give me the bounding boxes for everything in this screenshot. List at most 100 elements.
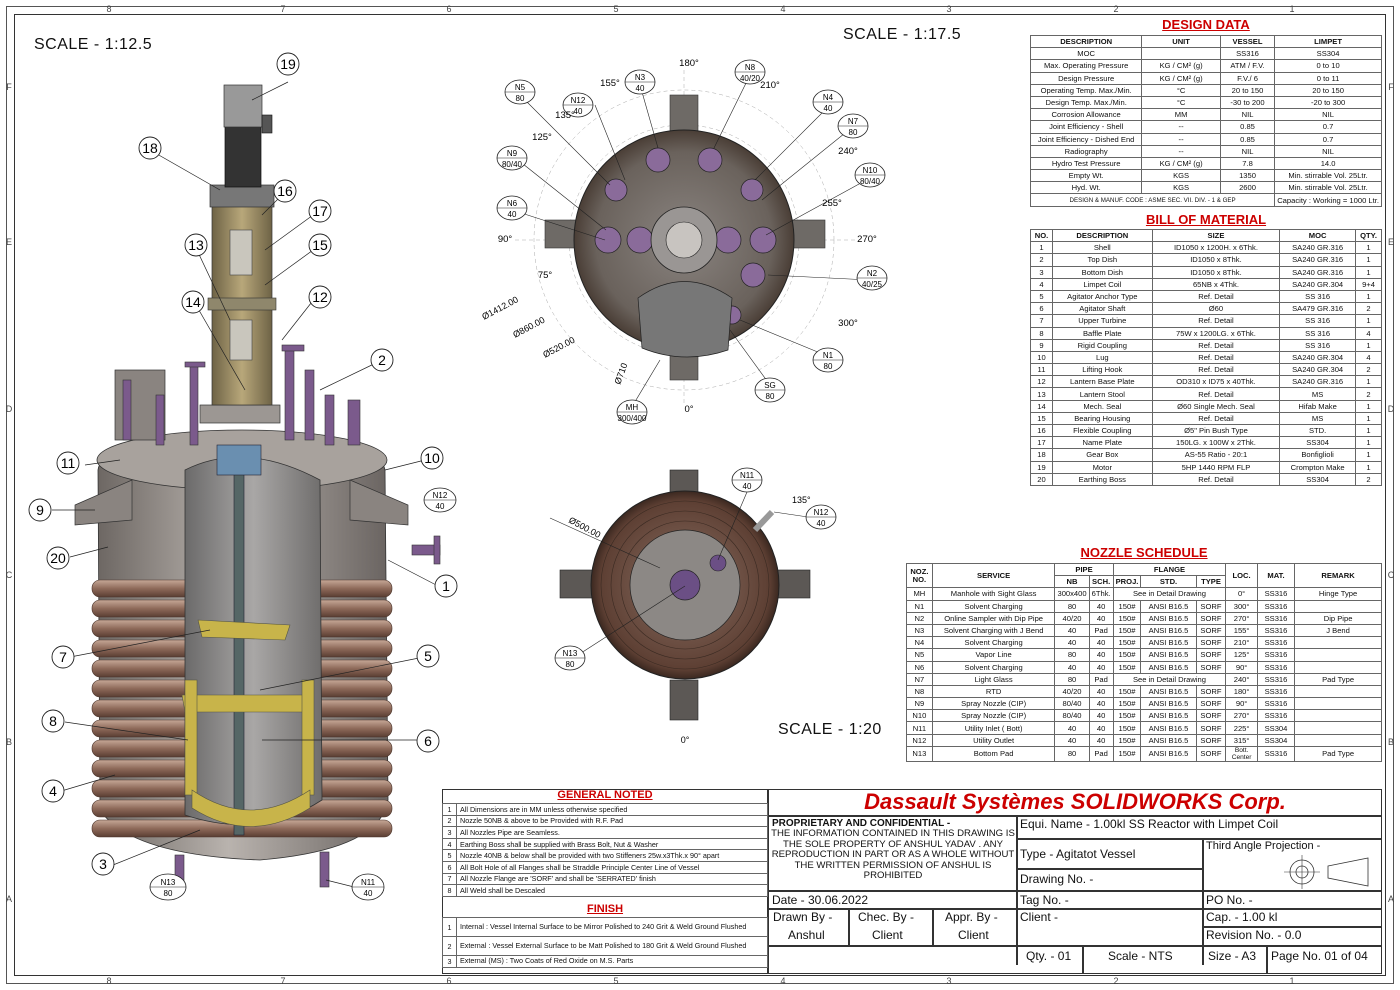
nozzle-row-cell: See in Detail Drawing [1112,587,1227,601]
design-data-header: DESCRIPTION UNIT VESSEL LIMPET [1029,34,1382,49]
zone-col-6-bottom: 6 [446,976,452,986]
bom-row-cell: 11 [1030,363,1053,377]
nz-h-no: NOZ. NO. [906,562,933,589]
nozzle-row-cell: SS316 [1256,623,1296,638]
nozzle-row-cell: 300x400 [1054,587,1090,601]
note-number: 2 [442,814,457,828]
bom-row-cell: MS [1279,411,1357,426]
drawn-by-label: Drawn By - [773,910,833,924]
note-text: Nozzle 40NB & below shall be provided wi… [456,849,768,862]
bom-row-cell: SA240 GR.316 [1279,253,1357,267]
bom-row-cell: Agitator Shaft [1051,302,1153,316]
nozzle-tag-size: 80/40 [860,177,881,186]
angle-label: 155° [600,78,620,89]
balloon: 8 [41,709,65,733]
tb-line-2 [1016,838,1382,840]
note-number: 5 [442,849,457,862]
nozzle-row-cell: 150# [1112,611,1142,625]
bom-row-cell: Earthing Boss [1051,472,1153,486]
nozzle-row-cell: N11 [906,721,933,735]
note-text: External : Vessel External Surface to be… [456,936,768,956]
bom-row-cell: 1 [1355,448,1382,462]
bom-row-cell: SS 316 [1279,314,1357,328]
bom-row-cell: 4 [1355,326,1382,340]
design-data-row-cell: °C [1141,95,1221,110]
bom-row-cell: 10 [1030,350,1053,365]
nozzle-row-cell: SS316 [1256,684,1296,699]
nozzle-row-cell: ANSI B16.5 [1140,684,1197,699]
bom-row-cell: Hifab Make [1279,399,1357,413]
n11-tag-size: 40 [364,889,373,898]
nozzle-row-cell: 80 [1054,745,1090,762]
angle-label: 90° [498,234,513,245]
top-view-tags: N340N1240N840/20N440N580N780N980/40N1080… [496,59,888,425]
nozzle-row-cell: SS316 [1256,587,1296,601]
nozzle-tag-size: 40 [636,84,645,93]
top-nozzles [114,344,441,565]
nozzle-row-cell: ANSI B16.5 [1140,721,1197,735]
nozzle-tag-size: 40/25 [862,280,883,289]
nozzle-row-cell: Pad Type [1294,672,1382,686]
nozzle-row-cell: Solvent Charging with J Bend [931,623,1056,638]
client-label: Client - [1020,910,1059,924]
design-data-row-cell: -- [1141,120,1221,134]
bom-row-cell: 3 [1030,265,1053,279]
approved-by-label: Appr. By - [945,910,998,924]
nozzle-row-cell [1294,733,1382,747]
zone-row-c: C [5,570,13,580]
vessel-type: Type - Agitatot Vessel [1020,847,1136,861]
balloon: 2 [370,348,394,372]
design-data-row-cell: ATM / F.V. [1219,59,1276,73]
nozzle-row-cell: 225° [1225,721,1258,735]
angle-label: 0° [684,404,693,415]
dd-h-limpet: LIMPET [1274,34,1382,49]
bom-row-cell: 75W x 1200LG. x 6Thk. [1151,326,1281,340]
bottom-angle-135: 135° [792,495,811,505]
nozzle-row-cell: 0° [1225,587,1258,601]
note-number: 3 [442,826,457,839]
balloon-number: 16 [277,183,293,199]
design-data-row-cell: KGS [1141,169,1221,183]
nozzle-tag-name: N8 [745,63,756,72]
balloon: 15 [308,233,332,257]
bom-row-cell: SA240 GR.304 [1279,363,1357,377]
dimension-label: Ø520.00 [541,335,576,360]
bom-title: BILL OF MATERIAL [1145,212,1267,227]
bom-row-cell: 1 [1355,314,1382,328]
nozzle-row-cell: 125° [1225,648,1258,662]
tag-number: Tag No. - [1020,893,1069,907]
nozzle-tag-size: 80 [849,128,858,137]
zone-col-3: 3 [946,4,952,14]
bom-row-cell: Bearing Housing [1051,411,1153,426]
nozzle-row-cell: Solvent Charging [931,660,1056,674]
nozzle-row-cell: 40 [1054,733,1090,747]
zone-row-e-right: E [1387,237,1394,247]
nozzle-row-cell: SS304 [1256,733,1296,747]
title-block [768,789,1382,974]
bom-row-cell: Bottom Dish [1051,265,1153,279]
tb-line-6 [1202,926,1382,928]
tb-line-3 [1016,868,1202,870]
nz-h-service: SERVICE [931,562,1056,589]
nozzle-row-cell: 150# [1112,623,1142,638]
balloon-number: 4 [49,783,57,799]
nozzle-tag-name: N6 [507,199,518,208]
nozzle-schedule-table: NOZ. NO. SERVICE PIPE FLANGE LOC. MAT. R… [906,562,1382,762]
